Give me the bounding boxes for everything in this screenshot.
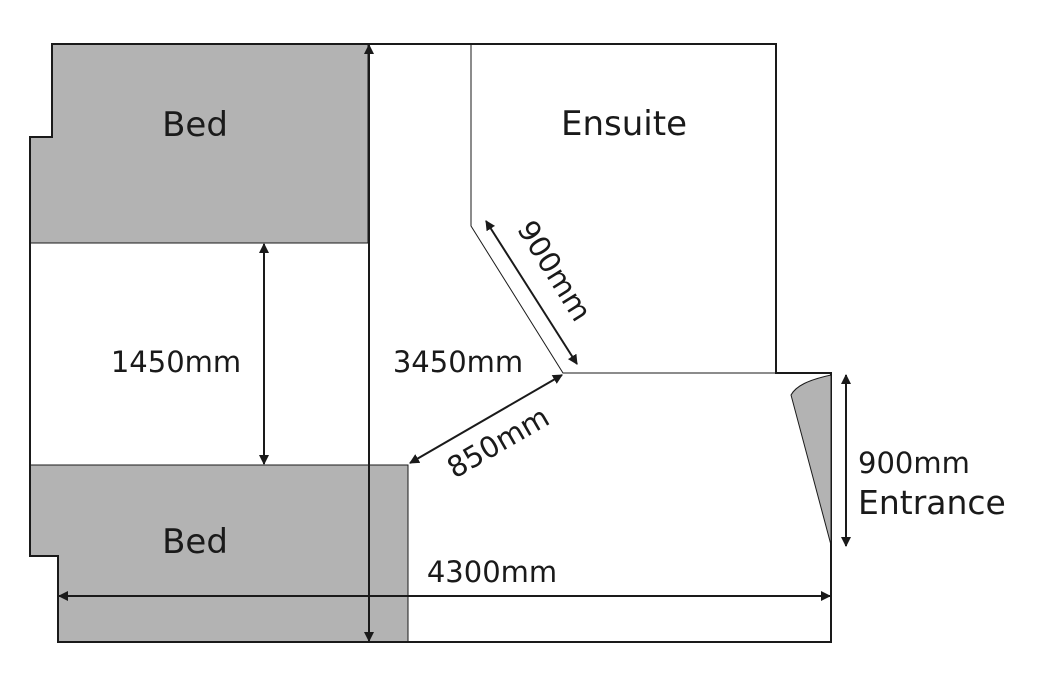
entrance-width-label: 900mm [858, 446, 970, 480]
room-depth-label: 3450mm [393, 345, 523, 379]
room-outline [29, 43, 832, 643]
ensuite-label: Ensuite [561, 104, 687, 144]
room-width-label: 4300mm [427, 555, 557, 589]
ensuite-wall [470, 44, 776, 374]
bed-bottom-label: Bed [162, 522, 228, 562]
entrance-label: Entrance [858, 483, 1006, 522]
entrance-door-swing [790, 374, 832, 546]
bed-top-label: Bed [162, 105, 228, 145]
ensuite-diagonal-arrow [485, 220, 578, 365]
bed-gap-label: 1450mm [111, 345, 241, 379]
angled-wall-arrow [409, 374, 563, 464]
